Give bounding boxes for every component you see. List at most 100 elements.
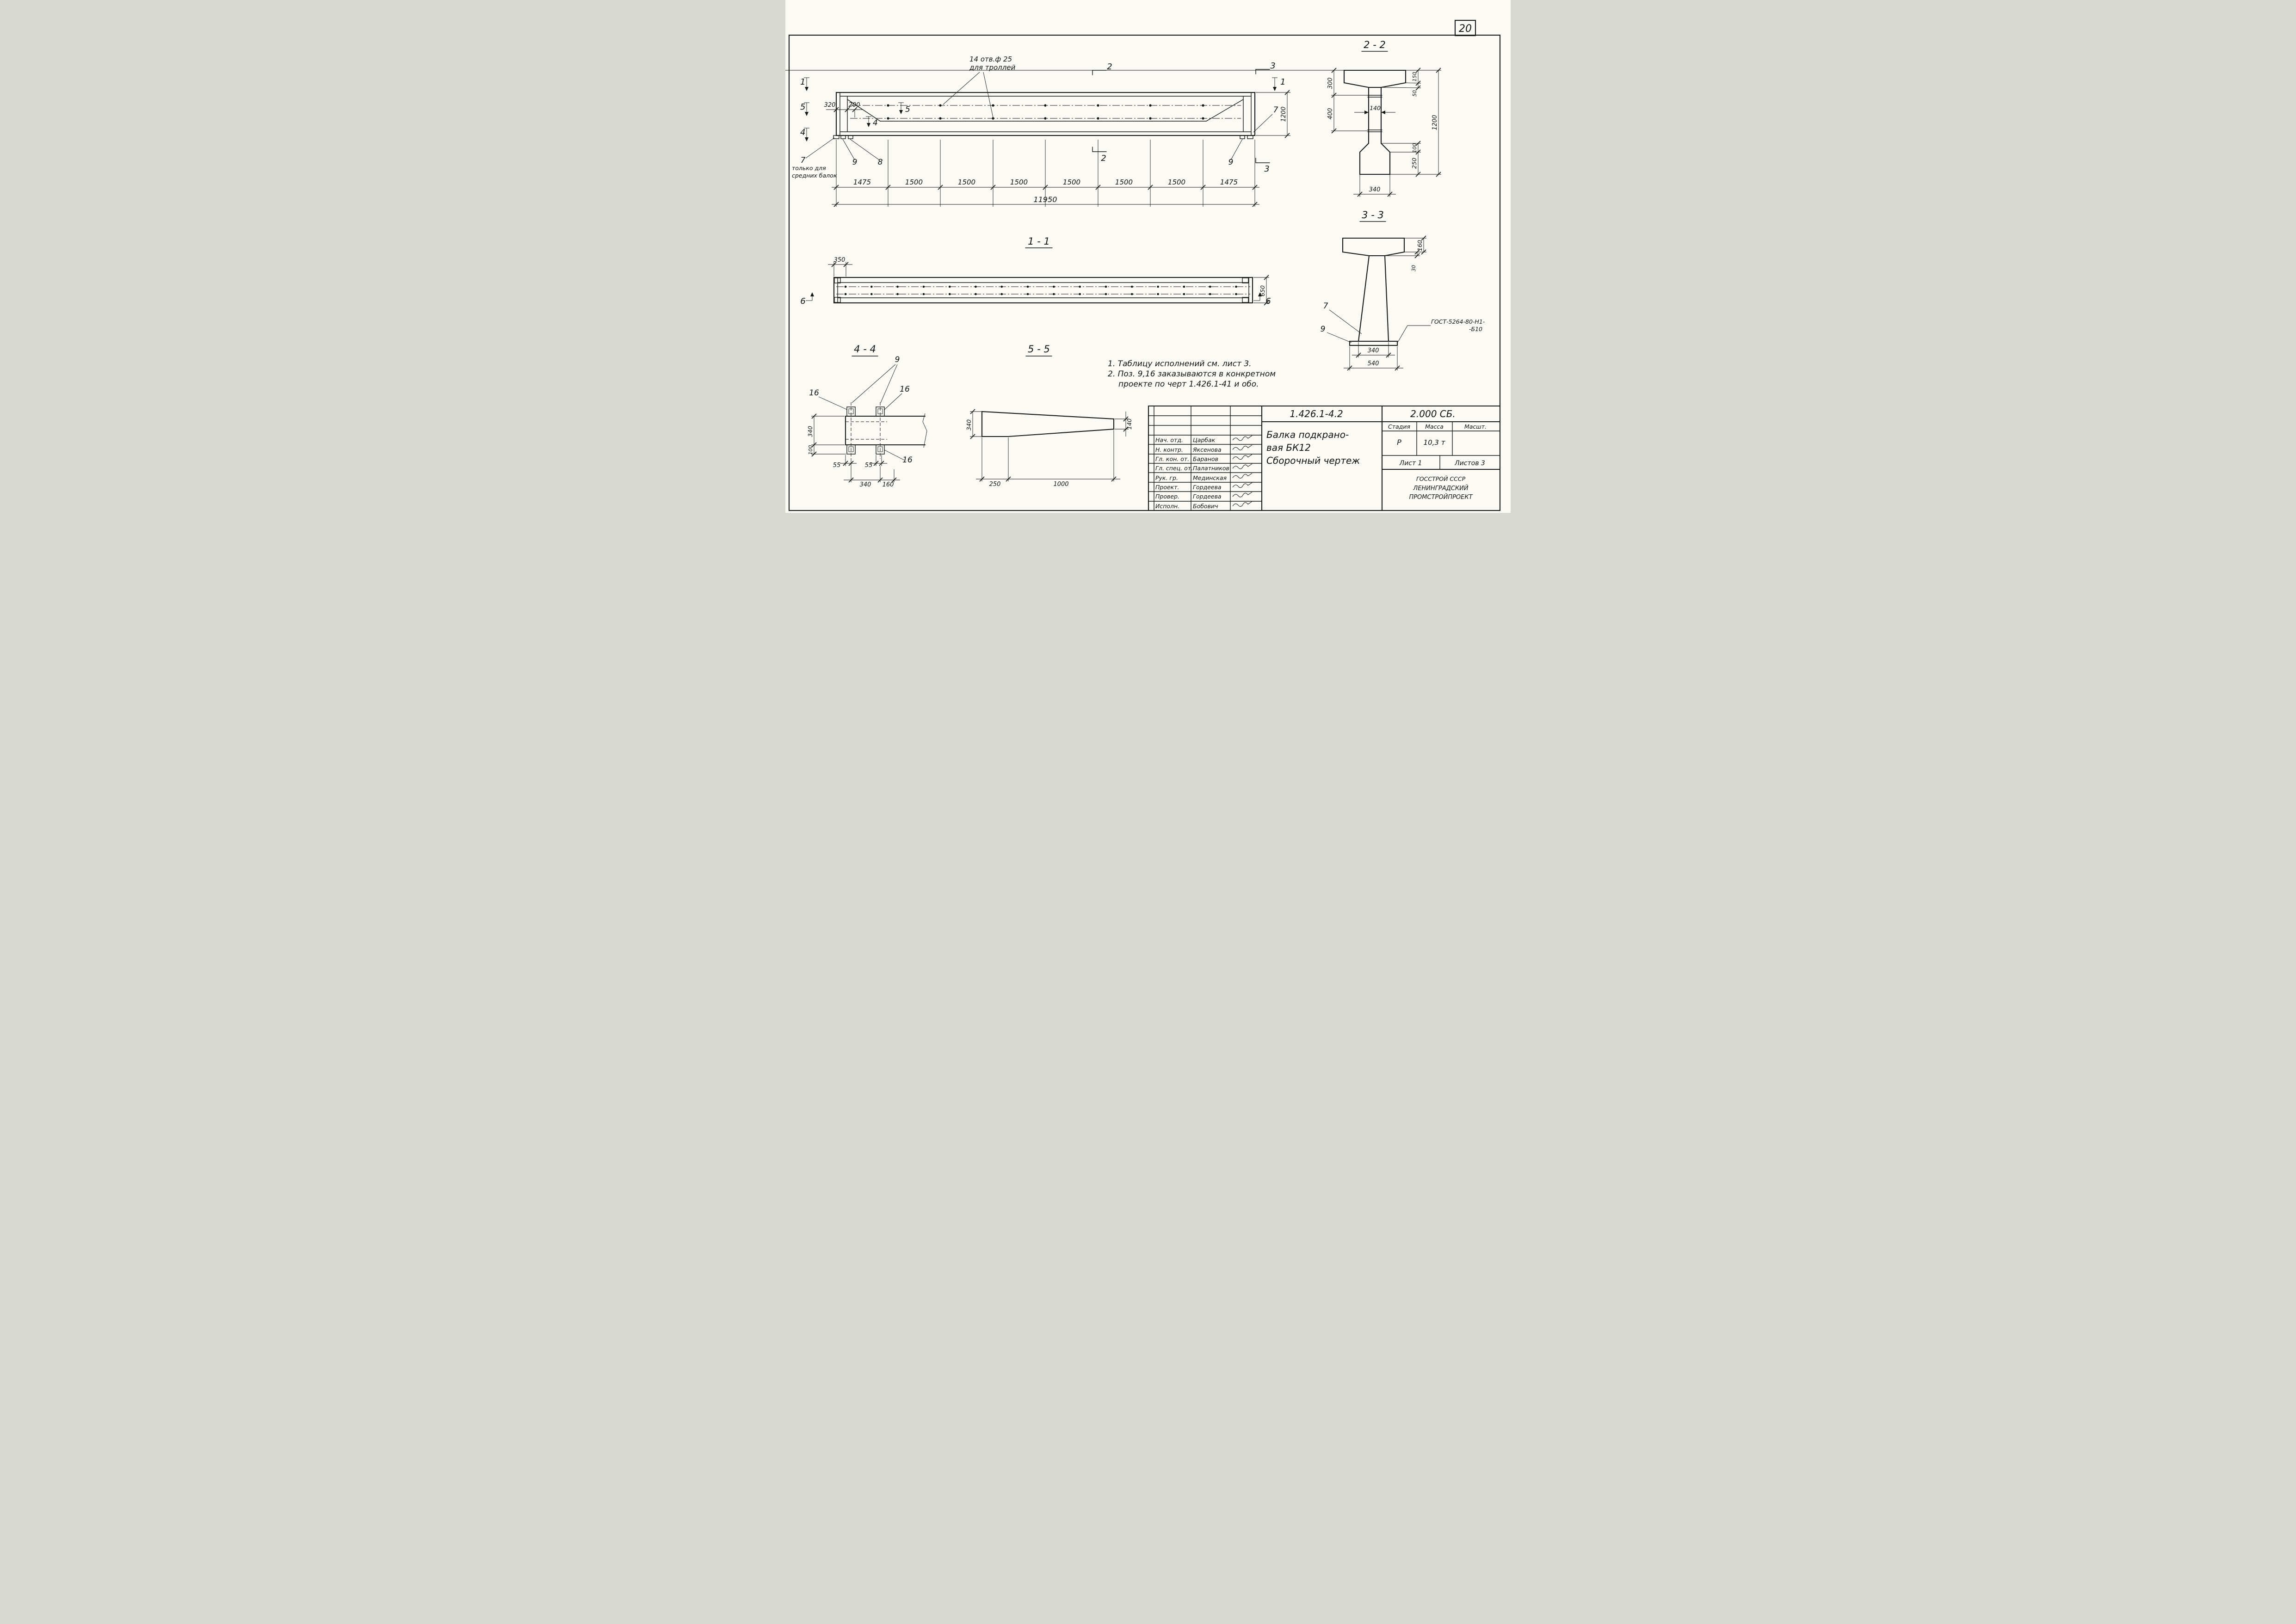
- page-number-box: [1454, 19, 1476, 37]
- section-5-5-title: 5 - 5: [1028, 344, 1050, 355]
- note-line1: 1. Таблицу исполнений см. лист 3.: [1108, 359, 1252, 369]
- row-role-2: Гл. кон. от.: [1155, 455, 1189, 462]
- drawing-sheet: 20 14 отв.ф 25: [785, 0, 1511, 513]
- row-name-3: Палатников: [1193, 465, 1229, 472]
- holes-callout-line2: для троллей: [969, 63, 1016, 72]
- title-block: 1.426.1-4.2 2.000 СБ. Балка подкрано- ва…: [1148, 405, 1501, 511]
- dim-340v-s44: 340: [807, 426, 814, 437]
- sheet-frame: 20: [788, 19, 1501, 511]
- beam-outline: [833, 92, 1256, 139]
- section-3-3: 3 - 3 160 30 340 540 7 9 ГОСТ-5264-80-Н1…: [1321, 209, 1485, 370]
- dim-total: 11950: [1034, 195, 1057, 204]
- dim-340b-s44: 340: [860, 481, 871, 488]
- dim-seg-1: 1475: [853, 178, 871, 186]
- dim-seg-6: 1500: [1115, 178, 1133, 186]
- s33-top-flange: [1342, 237, 1405, 257]
- cut-3-bottom: 3: [1264, 164, 1269, 174]
- org-line3: ПРОМСТРОЙПРОЕКТ: [1409, 493, 1473, 501]
- sheets-label: Листов 3: [1454, 460, 1485, 467]
- row-role-7: Исполн.: [1155, 503, 1179, 510]
- section-marker-5-inner: 5: [905, 105, 910, 114]
- drawing-title-line3: Сборочный чертеж: [1266, 455, 1360, 466]
- dim-340-s55: 340: [965, 419, 972, 431]
- dim-200: 200: [849, 102, 860, 109]
- doc-number: 1.426.1-4.2: [1290, 408, 1343, 419]
- note-line2: 2. Поз. 9,16 заказываются в конкретном: [1108, 369, 1276, 379]
- signature-marks: [1232, 435, 1253, 507]
- row-name-6: Гордеева: [1193, 493, 1222, 500]
- section-marker-4-left: 4: [800, 128, 805, 137]
- scale-header: Масшт.: [1464, 423, 1487, 430]
- left-note-line2: средних балок: [792, 172, 837, 179]
- section-4-4-title: 4 - 4: [854, 344, 876, 355]
- row-name-1: Яксенова: [1192, 446, 1222, 453]
- s22-bottom-block: [1359, 142, 1391, 175]
- dim-55-a: 55: [833, 462, 841, 469]
- section-marker-1-left: 1: [800, 77, 805, 87]
- section-3-3-title: 3 - 3: [1362, 209, 1384, 221]
- pos-9-left: 9: [852, 158, 858, 167]
- dim-540: 540: [1368, 360, 1379, 367]
- dimension-ticks: [811, 68, 1441, 483]
- pos-16-c: 16: [902, 455, 913, 465]
- pos-7-right: 7: [1273, 105, 1278, 115]
- section-marker-4-inner: 4: [873, 118, 878, 128]
- position-leaders: 7 9 8 9 7 только для средних балок: [792, 105, 1278, 179]
- pos-8: 8: [878, 158, 883, 167]
- dim-seg-7: 1500: [1168, 178, 1185, 186]
- dim-50: 50: [1412, 90, 1418, 97]
- pos-16-a: 16: [809, 388, 819, 398]
- row-role-3: Гл. спец. от.: [1155, 465, 1193, 472]
- section-5-5: 5 - 5 340 140 250 1000: [965, 344, 1133, 488]
- dim-160-s44: 160: [883, 481, 894, 488]
- dim-140-s55: 140: [1126, 418, 1133, 430]
- view-arrows-left: 1 5 4 1: [800, 77, 1285, 141]
- doc-code: 2.000 СБ.: [1410, 408, 1456, 419]
- dim-1200-s22: 1200: [1432, 115, 1438, 130]
- note-line3: проекте по черт 1.426.1-41 и обо.: [1118, 380, 1259, 389]
- row-role-4: Рук. гр.: [1155, 474, 1178, 481]
- page-number: 20: [1459, 23, 1472, 35]
- pos-7-left: 7: [801, 156, 806, 165]
- dim-160: 160: [1416, 240, 1423, 251]
- drawing-title-line1: Балка подкрано-: [1266, 429, 1349, 440]
- dim-100-s44: 100: [808, 445, 814, 455]
- sheet-label: Лист 1: [1399, 460, 1422, 467]
- section-1-1: 1 - 1 350 650 6 6: [800, 236, 1271, 306]
- org-line2: ЛЕНИНГРАДСКИЙ: [1413, 485, 1468, 492]
- cut-2-top: 2: [1107, 62, 1112, 72]
- dim-340-s33: 340: [1368, 347, 1379, 354]
- blueprint-canvas: 20 14 отв.ф 25: [785, 19, 1501, 511]
- cut-2-bottom: 2: [1101, 154, 1106, 163]
- s33-base-plate: [1349, 340, 1398, 346]
- dim-650: 650: [1259, 285, 1266, 296]
- dim-400: 400: [1327, 108, 1334, 120]
- row-name-0: Царбак: [1193, 437, 1216, 443]
- general-notes: 1. Таблицу исполнений см. лист 3. 2. Поз…: [1108, 359, 1276, 389]
- dim-seg-4: 1500: [1010, 178, 1028, 186]
- dim-30: 30: [1411, 265, 1417, 271]
- row-name-7: Бобович: [1193, 503, 1218, 510]
- section-marker-5-left: 5: [800, 102, 805, 112]
- row-role-1: Н. контр.: [1155, 446, 1183, 453]
- title-block-grid: [1148, 405, 1501, 511]
- dim-1000: 1000: [1053, 481, 1068, 488]
- left-note-line1: только для: [792, 165, 826, 172]
- dim-seg-3: 1500: [958, 178, 975, 186]
- cut-3-top: 3: [1270, 61, 1275, 71]
- taper-piece: [981, 411, 1115, 437]
- section-2-2-title: 2 - 2: [1364, 39, 1386, 50]
- dim-300: 300: [1327, 78, 1334, 89]
- dim-140: 140: [1370, 105, 1381, 111]
- mass-value: 10,3 т: [1424, 438, 1446, 447]
- stage-header: Стадия: [1388, 423, 1410, 430]
- break-line: [922, 413, 927, 448]
- holes-callout: 14 отв.ф 25 для троллей: [943, 55, 1016, 118]
- dim-320: 320: [824, 102, 836, 109]
- elevation-dimensions: 1475 1500 1500 1500 1500 1500 1500 1475 …: [824, 92, 1290, 207]
- section-4-4: 4 - 4 9 16 16 16 340 100: [807, 344, 927, 488]
- trolley-holes: [887, 104, 1204, 120]
- dim-250: 250: [1411, 158, 1418, 169]
- section-1-1-title: 1 - 1: [1028, 236, 1050, 247]
- view-arrows-inner: 5 4: [866, 102, 910, 128]
